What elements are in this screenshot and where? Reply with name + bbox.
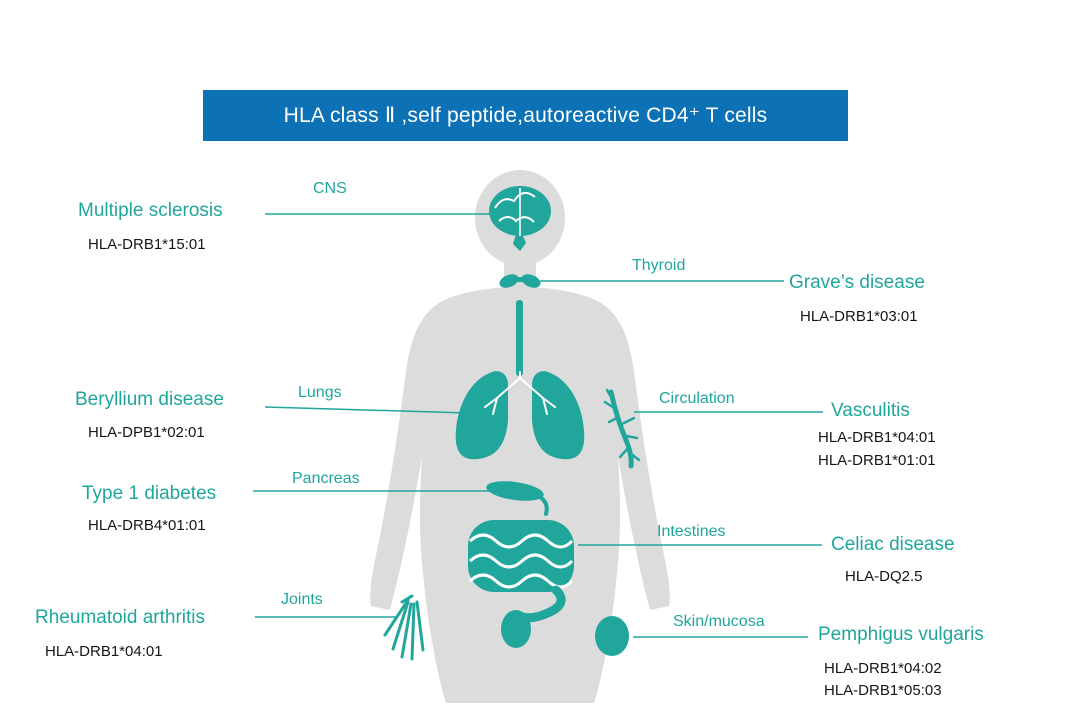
circulation-vessels-icon (603, 388, 641, 469)
allele-label-pemphigus-vulgaris-2: HLA-DRB1*05:03 (824, 682, 942, 699)
intestines-icon (468, 520, 574, 648)
pancreas-icon (486, 481, 549, 516)
allele-label-vasculitis-2: HLA-DRB1*01:01 (818, 452, 936, 469)
organ-label-skin-mucosa: Skin/mucosa (673, 613, 765, 630)
header-banner: HLA class Ⅱ ,self peptide,autoreactive C… (203, 90, 848, 141)
disease-label-celiac-disease: Celiac disease (831, 534, 955, 555)
lungs-icon (455, 371, 585, 460)
allele-label-vasculitis-1: HLA-DRB1*04:01 (818, 429, 936, 446)
organ-label-joints: Joints (281, 591, 323, 608)
allele-label-rheumatoid-arthritis-1: HLA-DRB1*04:01 (45, 643, 163, 660)
allele-label-graves-disease-1: HLA-DRB1*03:01 (800, 308, 918, 325)
organ-label-lungs: Lungs (298, 384, 342, 401)
brain-icon (489, 186, 551, 251)
organ-label-circulation: Circulation (659, 390, 735, 407)
thyroid-icon (499, 274, 541, 288)
organ-label-intestines: Intestines (657, 523, 726, 540)
connector-line-lungs (264, 406, 469, 414)
disease-label-beryllium-disease: Beryllium disease (75, 389, 224, 410)
disease-label-rheumatoid-arthritis: Rheumatoid arthritis (35, 607, 206, 628)
allele-label-type-1-diabetes-1: HLA-DRB4*01:01 (88, 517, 206, 534)
disease-label-graves-disease: Grave’s disease (789, 272, 925, 293)
organ-label-cns: CNS (313, 180, 347, 197)
allele-label-multiple-sclerosis-1: HLA-DRB1*15:01 (88, 236, 206, 253)
organ-label-pancreas: Pancreas (292, 470, 360, 487)
skin-patch-icon (595, 616, 629, 656)
disease-label-type-1-diabetes: Type 1 diabetes (82, 483, 217, 504)
allele-label-beryllium-disease-1: HLA-DPB1*02:01 (88, 424, 205, 441)
connector-lines (253, 213, 823, 638)
trachea-icon (516, 300, 523, 376)
disease-label-vasculitis: Vasculitis (831, 400, 910, 421)
allele-label-pemphigus-vulgaris-1: HLA-DRB1*04:02 (824, 660, 942, 677)
organs (383, 186, 641, 661)
disease-label-multiple-sclerosis: Multiple sclerosis (78, 200, 223, 221)
organ-label-thyroid: Thyroid (632, 257, 686, 274)
allele-label-celiac-disease-1: HLA-DQ2.5 (845, 568, 923, 585)
disease-label-pemphigus-vulgaris: Pemphigus vulgaris (818, 624, 984, 645)
hand-joints-icon (383, 594, 425, 661)
